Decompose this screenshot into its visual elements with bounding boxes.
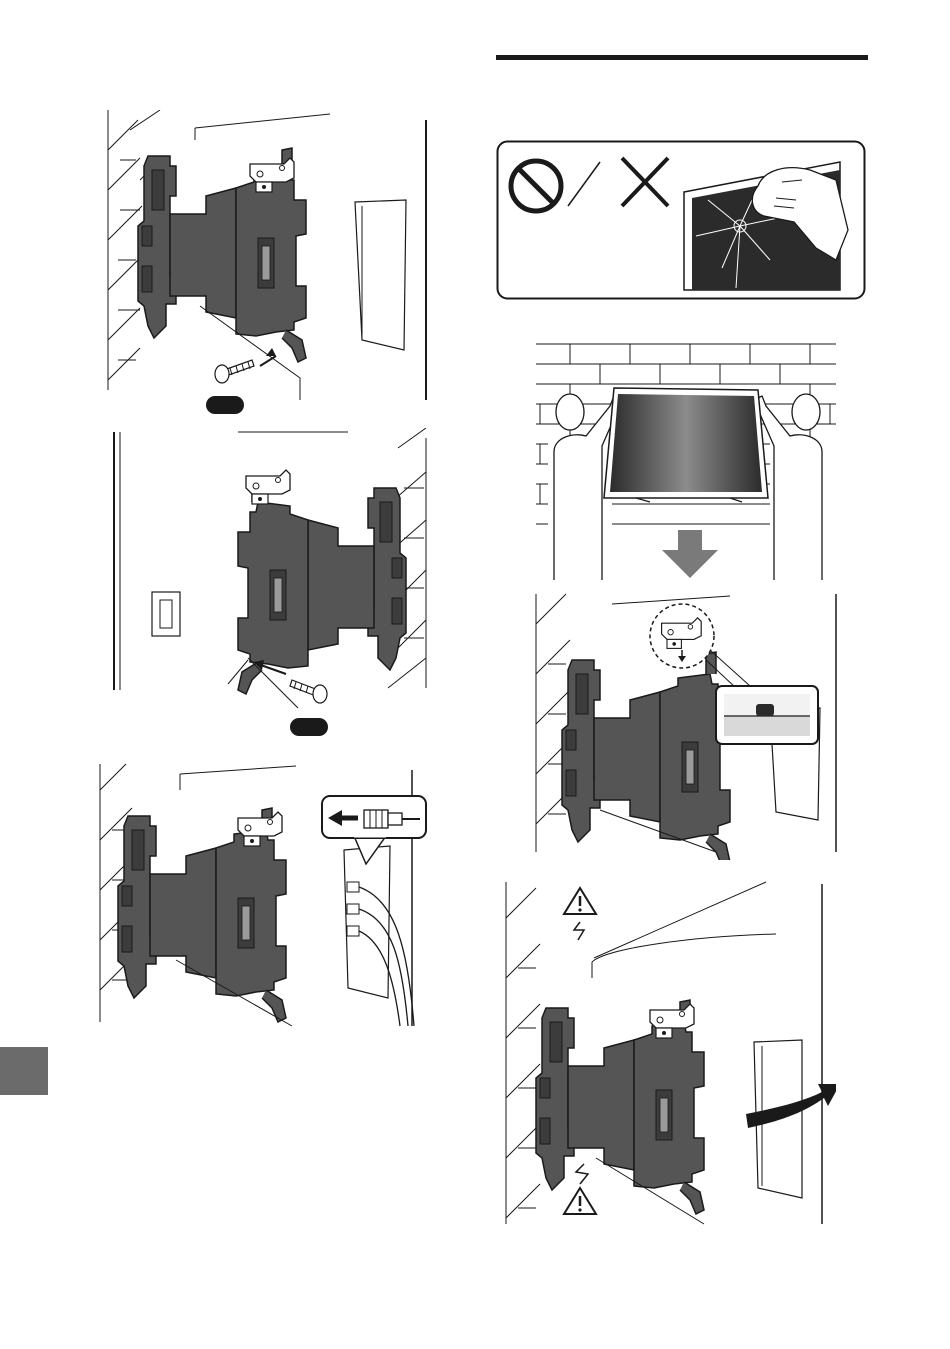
wall-bracket-icon bbox=[118, 808, 286, 1022]
tv-panel-icon bbox=[604, 388, 768, 502]
screw-icon bbox=[215, 360, 254, 383]
screw-label-icon bbox=[206, 396, 244, 414]
figure-hook-tv bbox=[530, 590, 842, 860]
figure-do-not-press-screen bbox=[496, 140, 866, 302]
warning-icon bbox=[564, 888, 596, 940]
hookplate-icon bbox=[246, 470, 290, 504]
figure-screw-left bbox=[100, 110, 430, 420]
warning-icon bbox=[564, 1164, 596, 1214]
section-tab bbox=[0, 1047, 48, 1095]
screw-icon bbox=[290, 680, 327, 703]
hookplate-icon bbox=[238, 812, 282, 846]
header-rule bbox=[496, 55, 868, 60]
arrow-icon bbox=[260, 356, 276, 366]
down-arrow-icon bbox=[662, 530, 718, 578]
wall-bracket-icon bbox=[536, 1000, 704, 1214]
hdmi-port-icon bbox=[347, 882, 359, 936]
wall-bracket-icon bbox=[562, 652, 730, 860]
figure-swing-caution bbox=[496, 878, 836, 1228]
screw-label-icon bbox=[290, 718, 328, 736]
figure-cable-connection bbox=[96, 760, 436, 1030]
figure-screw-right bbox=[108, 428, 438, 738]
